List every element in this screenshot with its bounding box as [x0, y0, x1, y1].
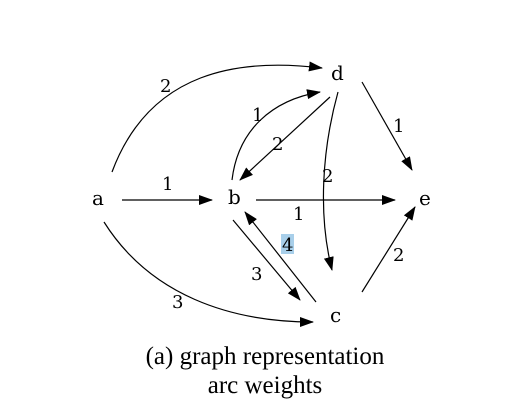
- edge-d-c: [322, 91, 339, 271]
- edge-b-d: [231, 89, 321, 181]
- edge-b-c: [232, 219, 301, 301]
- weight-c-b: 4: [282, 235, 293, 256]
- node-a: a: [92, 186, 104, 210]
- edge-c-e: [361, 206, 416, 293]
- node-d: d: [331, 61, 344, 85]
- caption-line-2: arc weights: [207, 372, 323, 399]
- weight-a-c: 3: [172, 292, 183, 313]
- node-c: c: [330, 303, 341, 327]
- weight-a-d: 2: [160, 76, 171, 97]
- weight-d-e: 1: [393, 116, 404, 137]
- edge-d-e: [361, 81, 413, 171]
- weight-highlight: [281, 234, 294, 254]
- edge-d-b: [239, 96, 331, 181]
- weight-c-e: 2: [393, 245, 404, 266]
- node-b: b: [228, 185, 241, 209]
- weight-b-c: 3: [251, 264, 262, 285]
- caption-line-1: (a) graph representation: [145, 343, 385, 370]
- graph-canvas: 2 1 3 1 2 2 1 1 3 4 2 a b c d e: [92, 61, 431, 327]
- figure-caption: (a) graph representation arc weights: [0, 342, 530, 400]
- weight-d-c: 2: [322, 166, 333, 187]
- weight-b-e: 1: [293, 204, 304, 225]
- weight-a-b: 1: [162, 174, 173, 195]
- weight-b-d: 1: [252, 105, 263, 126]
- node-e: e: [419, 186, 431, 210]
- edge-a-d: [111, 61, 323, 173]
- weight-d-b: 2: [272, 134, 283, 155]
- edge-c-b: [244, 211, 317, 303]
- edge-a-c: [103, 221, 314, 327]
